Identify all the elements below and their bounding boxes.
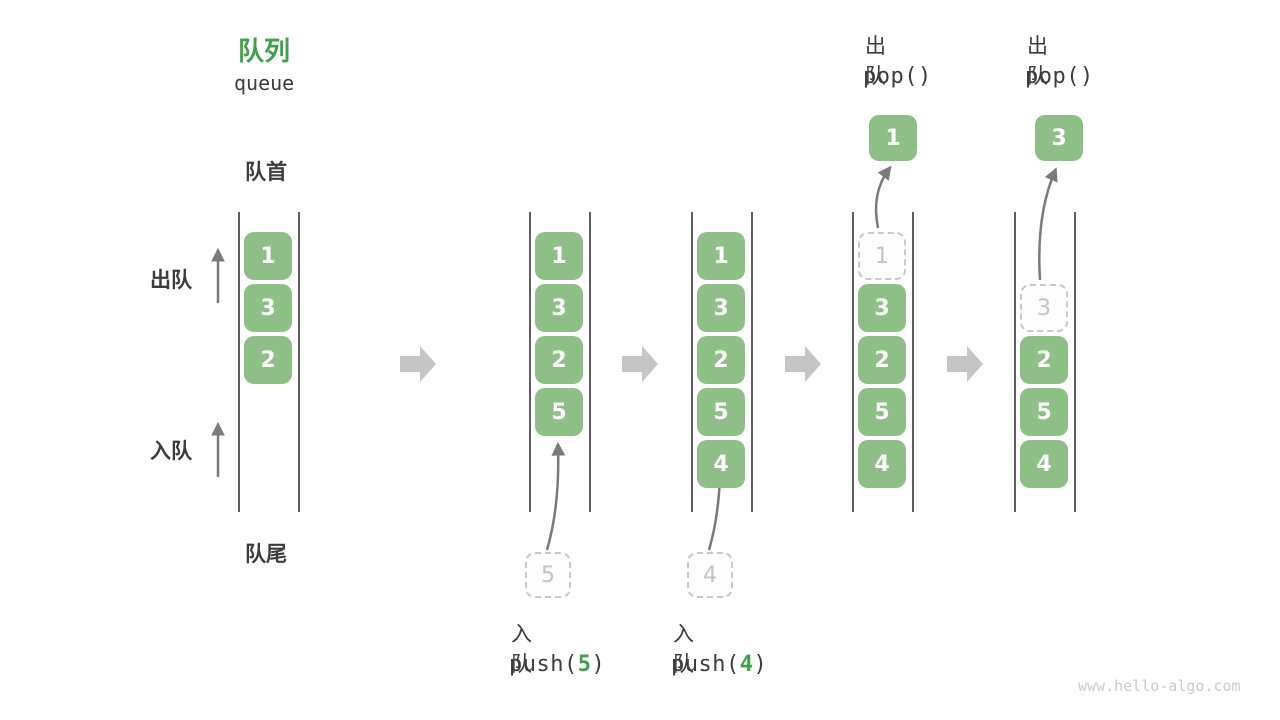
state-transition-arrow-icon: [785, 346, 821, 382]
container-wall-left: [238, 212, 240, 512]
dequeue-motion-arrow-icon: [1038, 167, 1058, 281]
operation-action-label: 出队: [865, 35, 886, 88]
queue-cell: 5: [697, 388, 745, 436]
popped-element: 1: [869, 115, 917, 161]
incoming-element-ghost: 4: [687, 552, 733, 598]
operation-code-label: push(5): [509, 652, 605, 677]
popped-element: 3: [1035, 115, 1083, 161]
diagram-title-en: queue: [234, 71, 295, 95]
label-queue-rear: 队尾: [245, 543, 287, 566]
queue-cell: 4: [858, 440, 906, 488]
container-wall-right: [298, 212, 300, 512]
queue-cell: 3: [244, 284, 292, 332]
watermark: www.hello-algo.com: [1078, 677, 1241, 695]
code-suffix: ): [591, 652, 606, 677]
queue-cell: 1: [535, 232, 583, 280]
container-wall-right: [751, 212, 753, 512]
queue-cell: 2: [1020, 336, 1068, 384]
queue-cell-ghost: 1: [858, 232, 906, 280]
label-queue-front: 队首: [245, 161, 287, 184]
container-wall-left: [852, 212, 854, 512]
queue-cell: 2: [858, 336, 906, 384]
operation-code-label: pop(): [1025, 64, 1094, 89]
operation-code-label: pop(): [863, 64, 932, 89]
diagram-title-zh: 队列: [238, 36, 291, 66]
state-transition-arrow-icon: [622, 346, 658, 382]
operation-action-label: 入队: [511, 623, 532, 676]
state-transition-arrow-icon: [947, 346, 983, 382]
code-param: 4: [739, 652, 754, 677]
code-suffix: ): [753, 652, 768, 677]
operation-action-label: 出队: [1027, 35, 1048, 88]
enqueue-motion-arrow-icon: [545, 441, 566, 551]
queue-cell: 5: [858, 388, 906, 436]
queue-cell: 5: [1020, 388, 1068, 436]
code-prefix: push(: [671, 652, 740, 677]
queue-cell-ghost: 3: [1020, 284, 1068, 332]
operation-code-label: push(4): [671, 652, 767, 677]
container-wall-left: [529, 212, 531, 512]
queue-cell: 5: [535, 388, 583, 436]
queue-cell: 1: [697, 232, 745, 280]
dequeue-motion-arrow-icon: [874, 165, 892, 229]
queue-cell: 4: [1020, 440, 1068, 488]
queue-cell: 3: [535, 284, 583, 332]
container-wall-right: [589, 212, 591, 512]
queue-cell: 2: [697, 336, 745, 384]
queue-cell: 1: [244, 232, 292, 280]
queue-cell: 3: [858, 284, 906, 332]
label-enqueue-side: 入队: [150, 440, 192, 463]
queue-cell: 4: [697, 440, 745, 488]
container-wall-left: [1014, 212, 1016, 512]
queue-cell: 2: [244, 336, 292, 384]
label-dequeue-side: 出队: [150, 269, 192, 292]
container-wall-right: [912, 212, 914, 512]
state-transition-arrow-icon: [400, 346, 436, 382]
incoming-element-ghost: 5: [525, 552, 571, 598]
code-param: 5: [577, 652, 592, 677]
container-wall-right: [1074, 212, 1076, 512]
queue-cell: 3: [697, 284, 745, 332]
queue-cell: 2: [535, 336, 583, 384]
operation-action-label: 入队: [673, 623, 694, 676]
code-prefix: push(: [509, 652, 578, 677]
container-wall-left: [691, 212, 693, 512]
